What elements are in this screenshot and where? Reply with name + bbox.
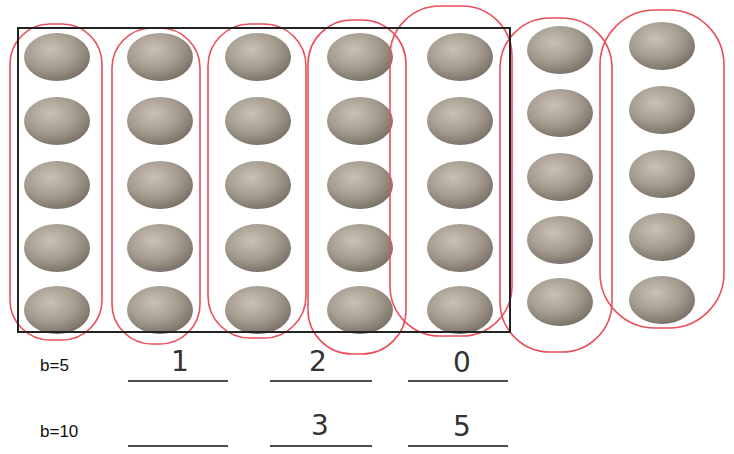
base-label: b=5 [40,357,69,374]
handwritten-digit: 3 [311,412,329,440]
stone-grid [24,22,695,334]
handwritten-digit: 1 [171,348,189,376]
base-label: b=10 [40,423,78,440]
answer-lines [128,381,508,446]
handwritten-digit: 5 [453,413,471,441]
handwritten-digit: 0 [453,349,471,377]
handwritten-digit: 2 [309,348,327,376]
group-box [18,28,510,332]
column-circles [10,6,724,354]
